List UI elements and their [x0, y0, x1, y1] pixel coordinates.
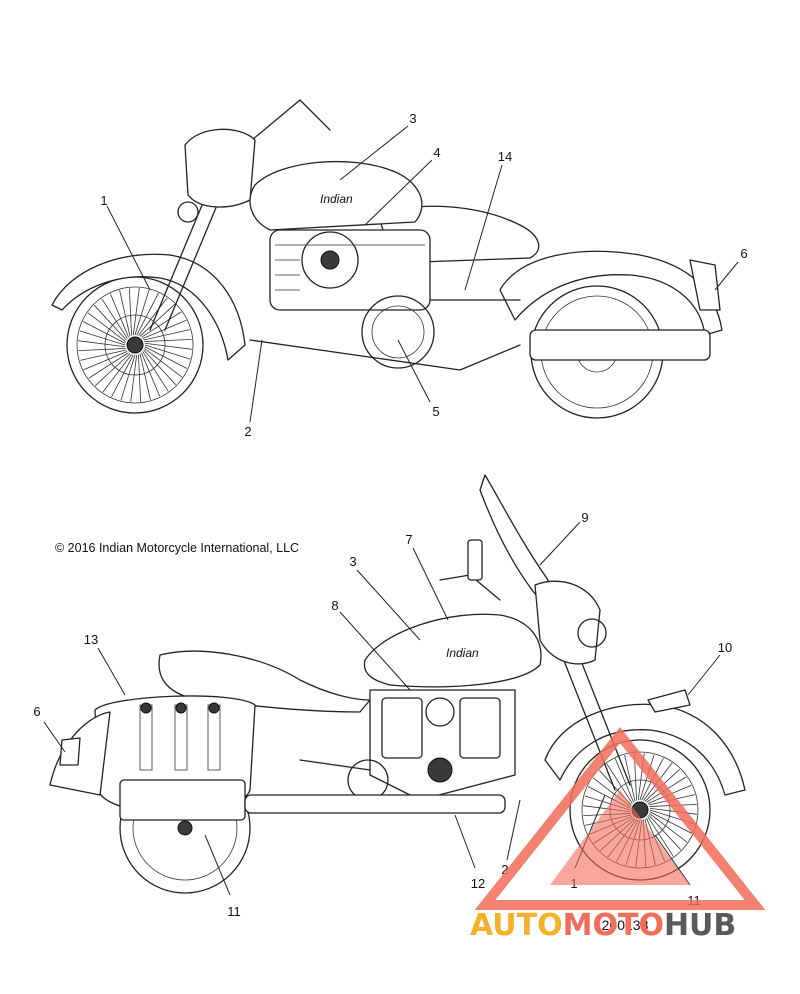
wheel-spoke [649, 813, 688, 843]
wheel-spoke [144, 344, 191, 360]
wheel-spoke [119, 290, 131, 337]
rear-fender-top [499, 250, 723, 336]
wheel-spoke [132, 288, 140, 336]
fuel-tank-bottom [363, 613, 542, 688]
front-fender-top [51, 253, 246, 361]
wheel-spoke [78, 348, 126, 352]
part-number: 200138 [602, 917, 649, 933]
top-motorcycle: Indian [51, 99, 723, 419]
fairing-top [184, 128, 256, 208]
watermark-word-hub: HUB [664, 908, 736, 943]
wheel-spoke [141, 311, 182, 338]
callout-6-bottom: 6 [33, 704, 40, 719]
wheel-spoke [649, 811, 693, 834]
callout-11-rear: 11 [227, 904, 241, 919]
wheel-spoke [648, 814, 682, 851]
windshield-bottom [479, 474, 549, 601]
watermark-word-moto: MOTO [563, 908, 664, 943]
wheel-spoke [138, 354, 142, 402]
headlight-bottom [577, 618, 607, 648]
wheel-spoke [93, 304, 127, 341]
fuel-tank-top [249, 160, 423, 231]
wheel-spoke [142, 319, 187, 339]
callout-5-top: 5 [432, 404, 439, 419]
wheel-spoke [143, 349, 177, 386]
wheel-spoke [79, 330, 126, 346]
engine-bottom [347, 689, 516, 801]
callout-9-bottom: 9 [581, 510, 588, 525]
engine-top [269, 229, 435, 369]
callout-1-top: 1 [100, 193, 107, 208]
wheel-spoke [88, 352, 129, 379]
callout-12-bottom: 12 [471, 876, 485, 891]
wheel-spoke [83, 351, 128, 371]
callout-4-top: 4 [433, 145, 440, 160]
wheel-spoke [606, 763, 633, 804]
wheel-spoke [139, 353, 151, 400]
tank-logo-top: Indian [320, 192, 353, 206]
wheel-spoke [128, 288, 132, 336]
rear-fender-bottom [49, 711, 111, 796]
wheel-spoke [136, 292, 159, 336]
wheel-spoke [101, 298, 128, 339]
wheel-spoke [109, 293, 129, 338]
fairing-bottom [534, 580, 601, 665]
bottom-callouts: 1 2 3 6 7 8 9 10 11 11 12 13 [33, 510, 732, 919]
wheel-spoke [138, 297, 168, 336]
wheel-spoke [624, 755, 636, 802]
front-fender-bottom [544, 703, 746, 796]
callout-8-bottom: 8 [331, 598, 338, 613]
callout-3-bottom: 3 [349, 554, 356, 569]
callout-7-bottom: 7 [405, 532, 412, 547]
exhaust-bottom [244, 794, 506, 814]
callout-2-top: 2 [244, 424, 251, 439]
exhaust-top [529, 329, 711, 361]
copyright-text: © 2016 Indian Motorcycle International, … [55, 541, 299, 555]
watermark-text: AUTOMOTOHUB [470, 908, 736, 943]
callout-2-bottom: 2 [501, 862, 508, 877]
wheel-spoke [142, 351, 169, 392]
wheel-spoke [144, 348, 183, 378]
wheel-spoke [144, 338, 192, 342]
top-callouts: 1 2 3 4 5 6 14 [100, 111, 747, 439]
watermark-word-auto: AUTO [470, 908, 563, 943]
saddlebag-bottom [94, 695, 256, 821]
wheel-spoke [639, 754, 655, 801]
wheel-spoke [87, 312, 126, 342]
wheel-spoke [144, 342, 192, 350]
wheel-spoke [134, 289, 150, 336]
bottom-motorcycle: Indian [49, 474, 746, 894]
front-wheel-top [66, 276, 204, 414]
wheel-spoke [647, 816, 674, 857]
wheel-spoke [141, 352, 161, 397]
wheel-spoke [649, 807, 697, 815]
wheel-spoke [102, 354, 132, 393]
callout-13-bottom: 13 [84, 632, 98, 647]
wheel-spoke [143, 329, 190, 341]
wheel-spoke [120, 354, 136, 401]
tank-logo-bottom: Indian [446, 646, 479, 660]
wheel-spoke [94, 353, 131, 387]
wheel-spoke [130, 354, 138, 402]
wheel-spoke [82, 321, 126, 344]
callout-14-top: 14 [498, 149, 512, 164]
wheel-spoke [78, 340, 126, 348]
callout-6-top: 6 [740, 246, 747, 261]
wheel-spoke [111, 354, 134, 398]
wheel-spoke [144, 346, 188, 369]
headlight-top [177, 201, 199, 223]
callout-10-bottom: 10 [718, 640, 732, 655]
watermark-logo [474, 726, 766, 910]
wheel-spoke [139, 303, 176, 337]
callout-3-top: 3 [409, 111, 416, 126]
wheel-spoke [614, 758, 634, 803]
wheel-spoke [80, 349, 127, 361]
